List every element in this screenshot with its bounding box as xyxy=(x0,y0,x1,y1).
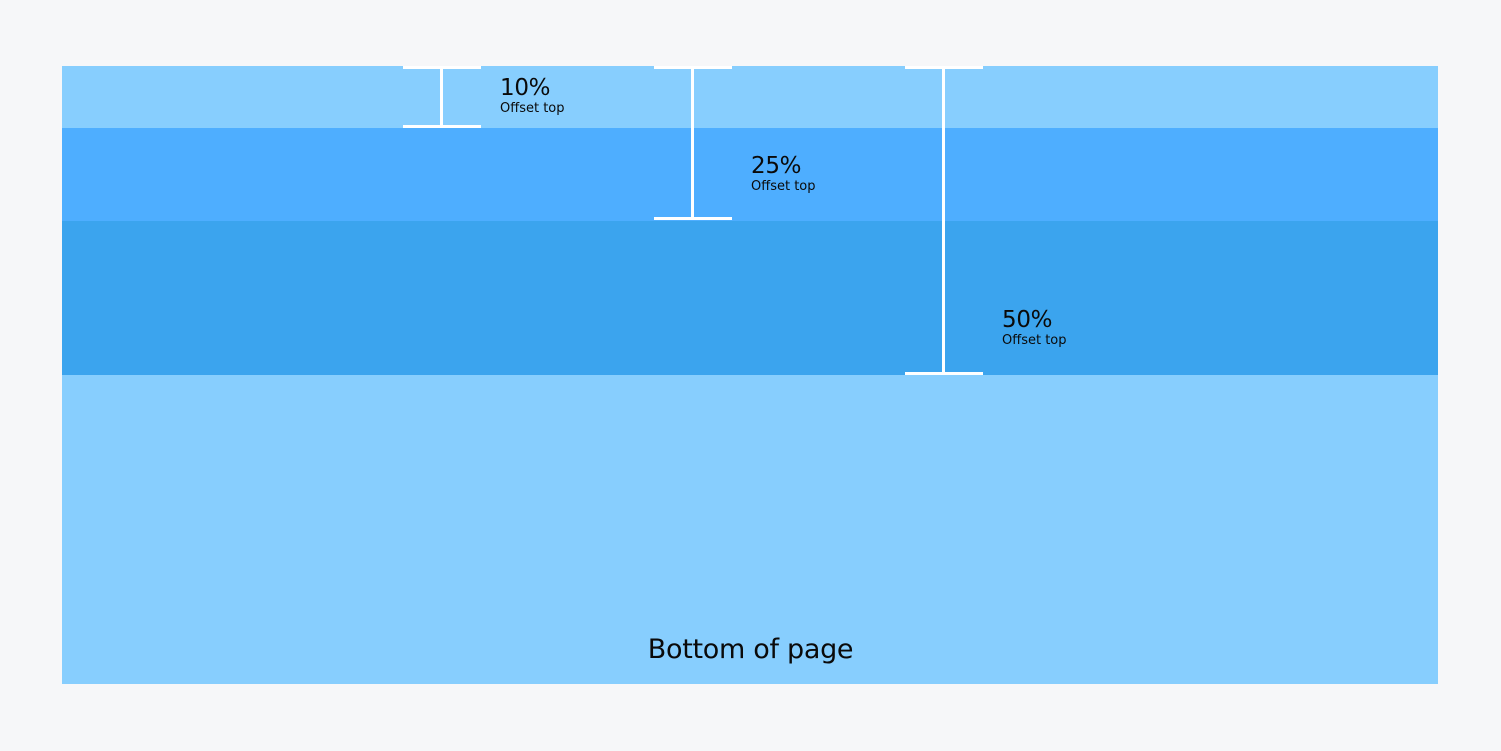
offset-value: 25% xyxy=(751,153,802,179)
marker-cap-bottom xyxy=(905,372,983,375)
band-10-percent xyxy=(62,66,1438,128)
offset-25-label: 25% Offset top xyxy=(751,154,816,195)
offset-caption: Offset top xyxy=(751,179,816,194)
offset-25-marker xyxy=(654,66,732,220)
offset-50-marker xyxy=(905,66,983,375)
bottom-of-page-label: Bottom of page xyxy=(647,634,854,665)
offset-50-label: 50% Offset top xyxy=(1002,308,1067,349)
marker-stem xyxy=(942,66,945,375)
offset-10-marker xyxy=(403,66,481,128)
offset-10-label: 10% Offset top xyxy=(500,76,565,117)
marker-cap-bottom xyxy=(403,125,481,128)
marker-stem xyxy=(691,66,694,220)
offset-value: 10% xyxy=(500,75,551,101)
band-remaining-page xyxy=(62,375,1438,684)
offset-caption: Offset top xyxy=(1002,333,1067,348)
offset-value: 50% xyxy=(1002,307,1053,333)
marker-cap-bottom xyxy=(654,217,732,220)
page-area xyxy=(62,66,1438,684)
band-50-percent xyxy=(62,221,1438,375)
offset-caption: Offset top xyxy=(500,101,565,116)
marker-stem xyxy=(440,66,443,128)
band-25-percent xyxy=(62,128,1438,221)
